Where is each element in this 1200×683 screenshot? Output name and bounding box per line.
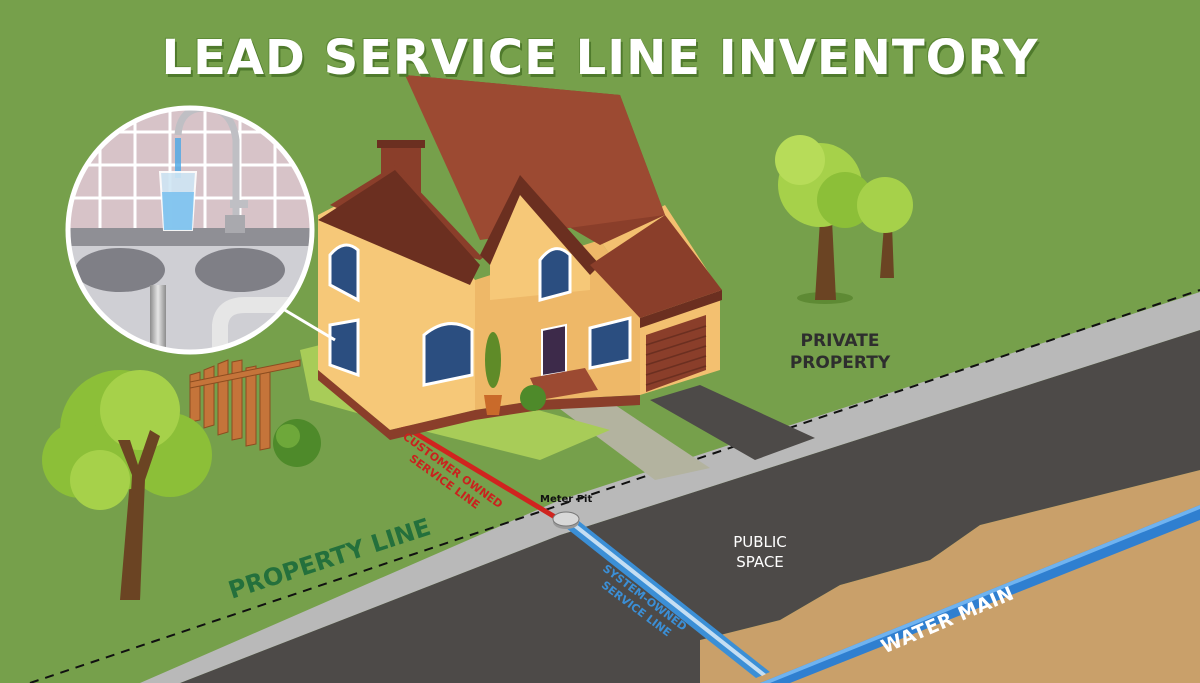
private-property-label-line2: PROPERTY [789,353,891,373]
water-glass-icon [158,171,198,231]
bush-icon [273,385,546,467]
private-property-label-line1: PRIVATE [800,331,880,351]
public-space-label-line1: PUBLIC [733,533,787,551]
fence-icon [189,359,301,451]
tree-icon [775,135,913,304]
tree-icon [42,370,212,600]
page-title: LEAD SERVICE LINE INVENTORY [161,30,1039,86]
kitchen-sink-inset [68,108,312,352]
public-space-label-line2: SPACE [736,553,784,571]
customer-owned-service-line [398,421,562,523]
walkway [548,395,710,480]
potted-plant-icon [484,332,502,415]
meter-pit-label: Meter Pit [540,494,593,505]
private-property-label: PRIVATE PROPERTY [770,330,910,374]
driveway [650,385,815,460]
sidewalk [140,292,1200,683]
meter-pit-icon [552,511,580,529]
soil-layer [700,470,1200,683]
property-line-dashed [29,289,1200,683]
road [180,330,1200,683]
public-space-label: PUBLIC SPACE [700,532,820,572]
inset-frame [65,105,315,355]
house-icon [318,75,722,440]
drain-pipe [150,285,166,352]
